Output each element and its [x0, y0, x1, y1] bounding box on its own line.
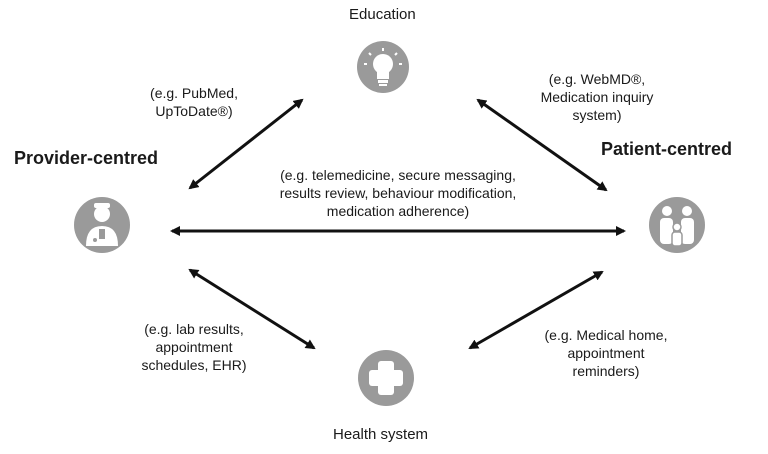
- label-line: (e.g. Medical home,: [544, 327, 668, 343]
- provider-health-label: (e.g. lab results, appointment schedules…: [134, 320, 254, 374]
- health-system-title: Health system: [333, 426, 429, 443]
- education-title: Education: [349, 6, 416, 23]
- label-line: schedules, EHR): [141, 357, 247, 373]
- arrow-provider-education: [188, 98, 304, 190]
- label-line: (e.g. WebMD®,: [548, 71, 646, 87]
- label-line: system): [572, 107, 622, 123]
- label-line: appointment: [155, 339, 233, 355]
- doctor-icon: [74, 197, 130, 253]
- label-line: (e.g. PubMed,: [150, 85, 238, 101]
- provider-centred-title: Provider-centred: [14, 148, 159, 168]
- lightbulb-icon: [357, 41, 409, 93]
- patient-education-label: (e.g. WebMD®, Medication inquiry system): [528, 70, 666, 124]
- label-line: Medication inquiry: [540, 89, 654, 105]
- label-line: reminders): [572, 363, 640, 379]
- arrow-provider-health: [188, 268, 316, 350]
- family-icon: [649, 197, 705, 253]
- patient-health-label: (e.g. Medical home, appointment reminder…: [530, 326, 682, 380]
- medical-cross-icon: [358, 350, 414, 406]
- label-line: medication adherence): [326, 203, 470, 219]
- label-line: results review, behaviour modification,: [279, 185, 517, 201]
- arrow-education-patient: [476, 98, 608, 192]
- provider-patient-label: (e.g. telemedicine, secure messaging, re…: [248, 166, 548, 220]
- label-line: (e.g. telemedicine, secure messaging,: [280, 167, 516, 183]
- label-line: appointment: [567, 345, 645, 361]
- label-line: UpToDate®): [155, 103, 233, 119]
- label-line: (e.g. lab results,: [144, 321, 244, 337]
- provider-education-label: (e.g. PubMed, UpToDate®): [142, 84, 246, 120]
- arrow-health-patient: [468, 270, 604, 350]
- patient-centred-title: Patient-centred: [601, 139, 733, 159]
